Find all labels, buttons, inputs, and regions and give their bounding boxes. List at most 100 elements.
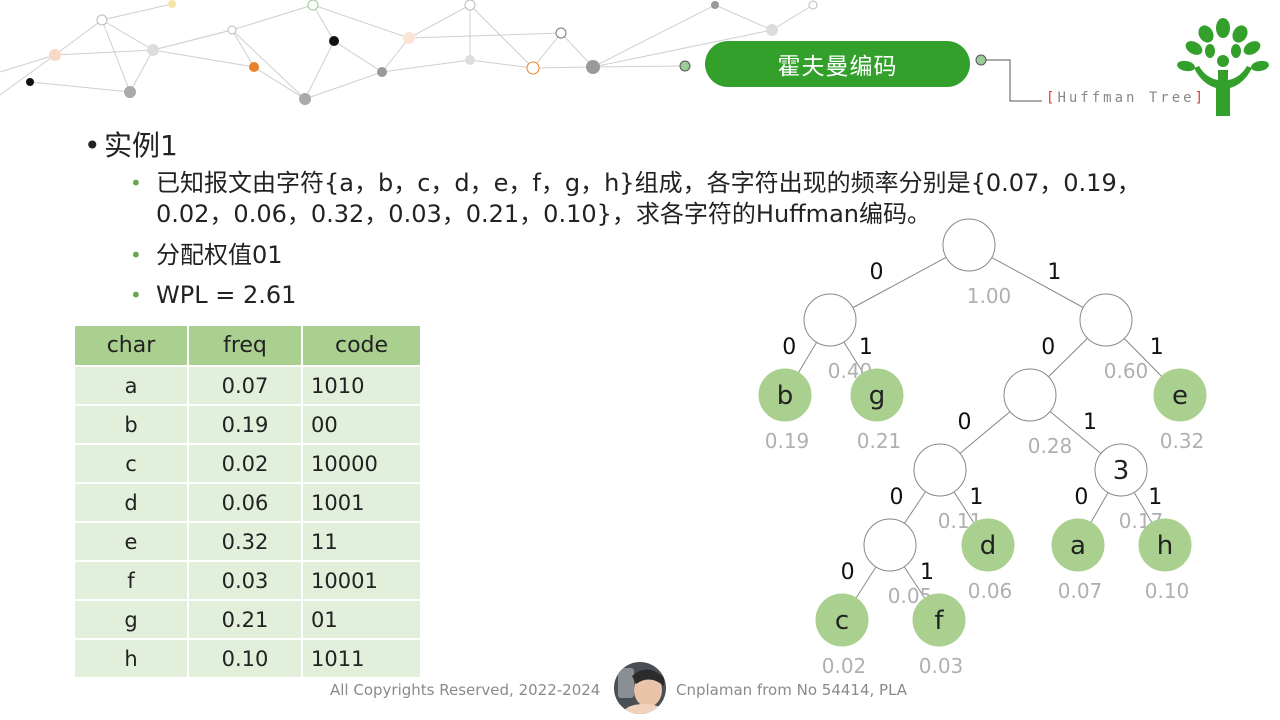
bullet-dot: •: [130, 283, 142, 307]
weight-text: 分配权值01: [156, 241, 283, 269]
cell-code: 00: [301, 404, 422, 445]
cell-code: 1011: [301, 638, 422, 679]
node-weight: 0.07: [1058, 579, 1103, 603]
bullet-dot: •: [130, 243, 142, 267]
bullet-dot: •: [130, 171, 142, 195]
cell-char: h: [73, 638, 189, 679]
tree-logo-icon: [1177, 18, 1269, 116]
edge-bit-label: 0: [958, 410, 972, 435]
edge-bit-label: 0: [782, 335, 796, 360]
header-freq: freq: [187, 324, 303, 367]
leaf-node: [850, 368, 904, 422]
heading-bullet: •实例1: [84, 124, 178, 164]
leaf-node: [1051, 518, 1105, 572]
table-header-row: char freq code: [73, 324, 422, 367]
edge-bit-label: 1: [1083, 410, 1097, 435]
internal-node: [942, 218, 996, 272]
node-weight: 0.19: [765, 429, 810, 453]
avatar: [614, 662, 666, 714]
cell-char: f: [73, 560, 189, 601]
problem-text: 已知报文由字符{a，b，c，d，e，f，g，h}组成，各字符出现的频率分别是{0…: [156, 169, 1141, 228]
edge-bit-label: 0: [1074, 485, 1088, 510]
node-weight: 0.32: [1160, 429, 1205, 453]
edge-bit-label: 1: [920, 560, 934, 585]
internal-node: [1094, 443, 1148, 497]
edge-bit-label: 1: [1047, 260, 1061, 285]
edge-bit-label: 0: [870, 260, 884, 285]
cell-freq: 0.02: [187, 443, 303, 484]
cell-char: g: [73, 599, 189, 640]
internal-node: [913, 443, 967, 497]
node-label: 3: [1113, 456, 1130, 486]
node-label: b: [777, 381, 794, 411]
node-label: f: [934, 606, 944, 636]
node-weight: 0.60: [1104, 359, 1149, 383]
node-weight: 0.03: [919, 654, 964, 678]
internal-node: [1003, 368, 1057, 422]
cell-freq: 0.10: [187, 638, 303, 679]
cell-freq: 0.07: [187, 365, 303, 406]
edge-bit-label: 0: [841, 560, 855, 585]
slide-title: 霍夫曼编码: [705, 41, 970, 87]
node-weight: 1.00: [967, 284, 1012, 308]
node-label: a: [1070, 531, 1086, 561]
leaf-node: [815, 593, 869, 647]
cell-char: a: [73, 365, 189, 406]
node-weight: 0.06: [968, 579, 1013, 603]
cell-freq: 0.03: [187, 560, 303, 601]
subtitle-bracket-close: ]: [1194, 90, 1207, 106]
header-code: code: [301, 324, 422, 367]
subtitle-bracket-open: [: [1046, 90, 1058, 106]
cell-code: 10001: [301, 560, 422, 601]
node-weight: 0.21: [857, 429, 902, 453]
cell-code: 01: [301, 599, 422, 640]
node-weight: 0.02: [822, 654, 867, 678]
wpl-bullet: • WPL = 2.61: [130, 280, 296, 311]
cell-freq: 0.06: [187, 482, 303, 523]
leaf-node: [1138, 518, 1192, 572]
cell-char: c: [73, 443, 189, 484]
edge-bit-label: 0: [1041, 335, 1055, 360]
bullet-dot: •: [84, 129, 101, 162]
leaf-node: [961, 518, 1015, 572]
internal-node: [863, 518, 917, 572]
node-label: e: [1172, 381, 1188, 411]
cell-code: 1001: [301, 482, 422, 523]
heading-text: 实例1: [104, 129, 178, 162]
internal-node: [1079, 293, 1133, 347]
cell-freq: 0.19: [187, 404, 303, 445]
node-weight: 0.10: [1145, 579, 1190, 603]
subtitle-text: Huffman Tree: [1057, 90, 1195, 106]
node-label: h: [1157, 531, 1173, 561]
edge-bit-label: 1: [1150, 335, 1164, 360]
node-label: c: [835, 606, 849, 636]
leaf-node: [1153, 368, 1207, 422]
author-text: Cnplaman from No 54414, PLA: [676, 681, 908, 699]
cell-freq: 0.21: [187, 599, 303, 640]
header-char: char: [73, 324, 189, 367]
edge-bit-label: 0: [890, 485, 904, 510]
title-connector: [975, 54, 1042, 102]
cell-char: d: [73, 482, 189, 523]
cell-char: e: [73, 521, 189, 562]
cell-code: 1010: [301, 365, 422, 406]
wpl-text: WPL = 2.61: [156, 281, 297, 309]
problem-bullet: • 已知报文由字符{a，b，c，d，e，f，g，h}组成，各字符出现的频率分别是{…: [130, 168, 1210, 230]
leaf-node: [758, 368, 812, 422]
cell-code: 10000: [301, 443, 422, 484]
internal-node: [803, 293, 857, 347]
cell-char: b: [73, 404, 189, 445]
leaf-node: [912, 593, 966, 647]
edge-bit-label: 1: [969, 485, 983, 510]
node-weight: 0.28: [1028, 434, 1073, 458]
subtitle: [Huffman Tree]: [1046, 90, 1206, 106]
network-decoration: [0, 0, 818, 105]
